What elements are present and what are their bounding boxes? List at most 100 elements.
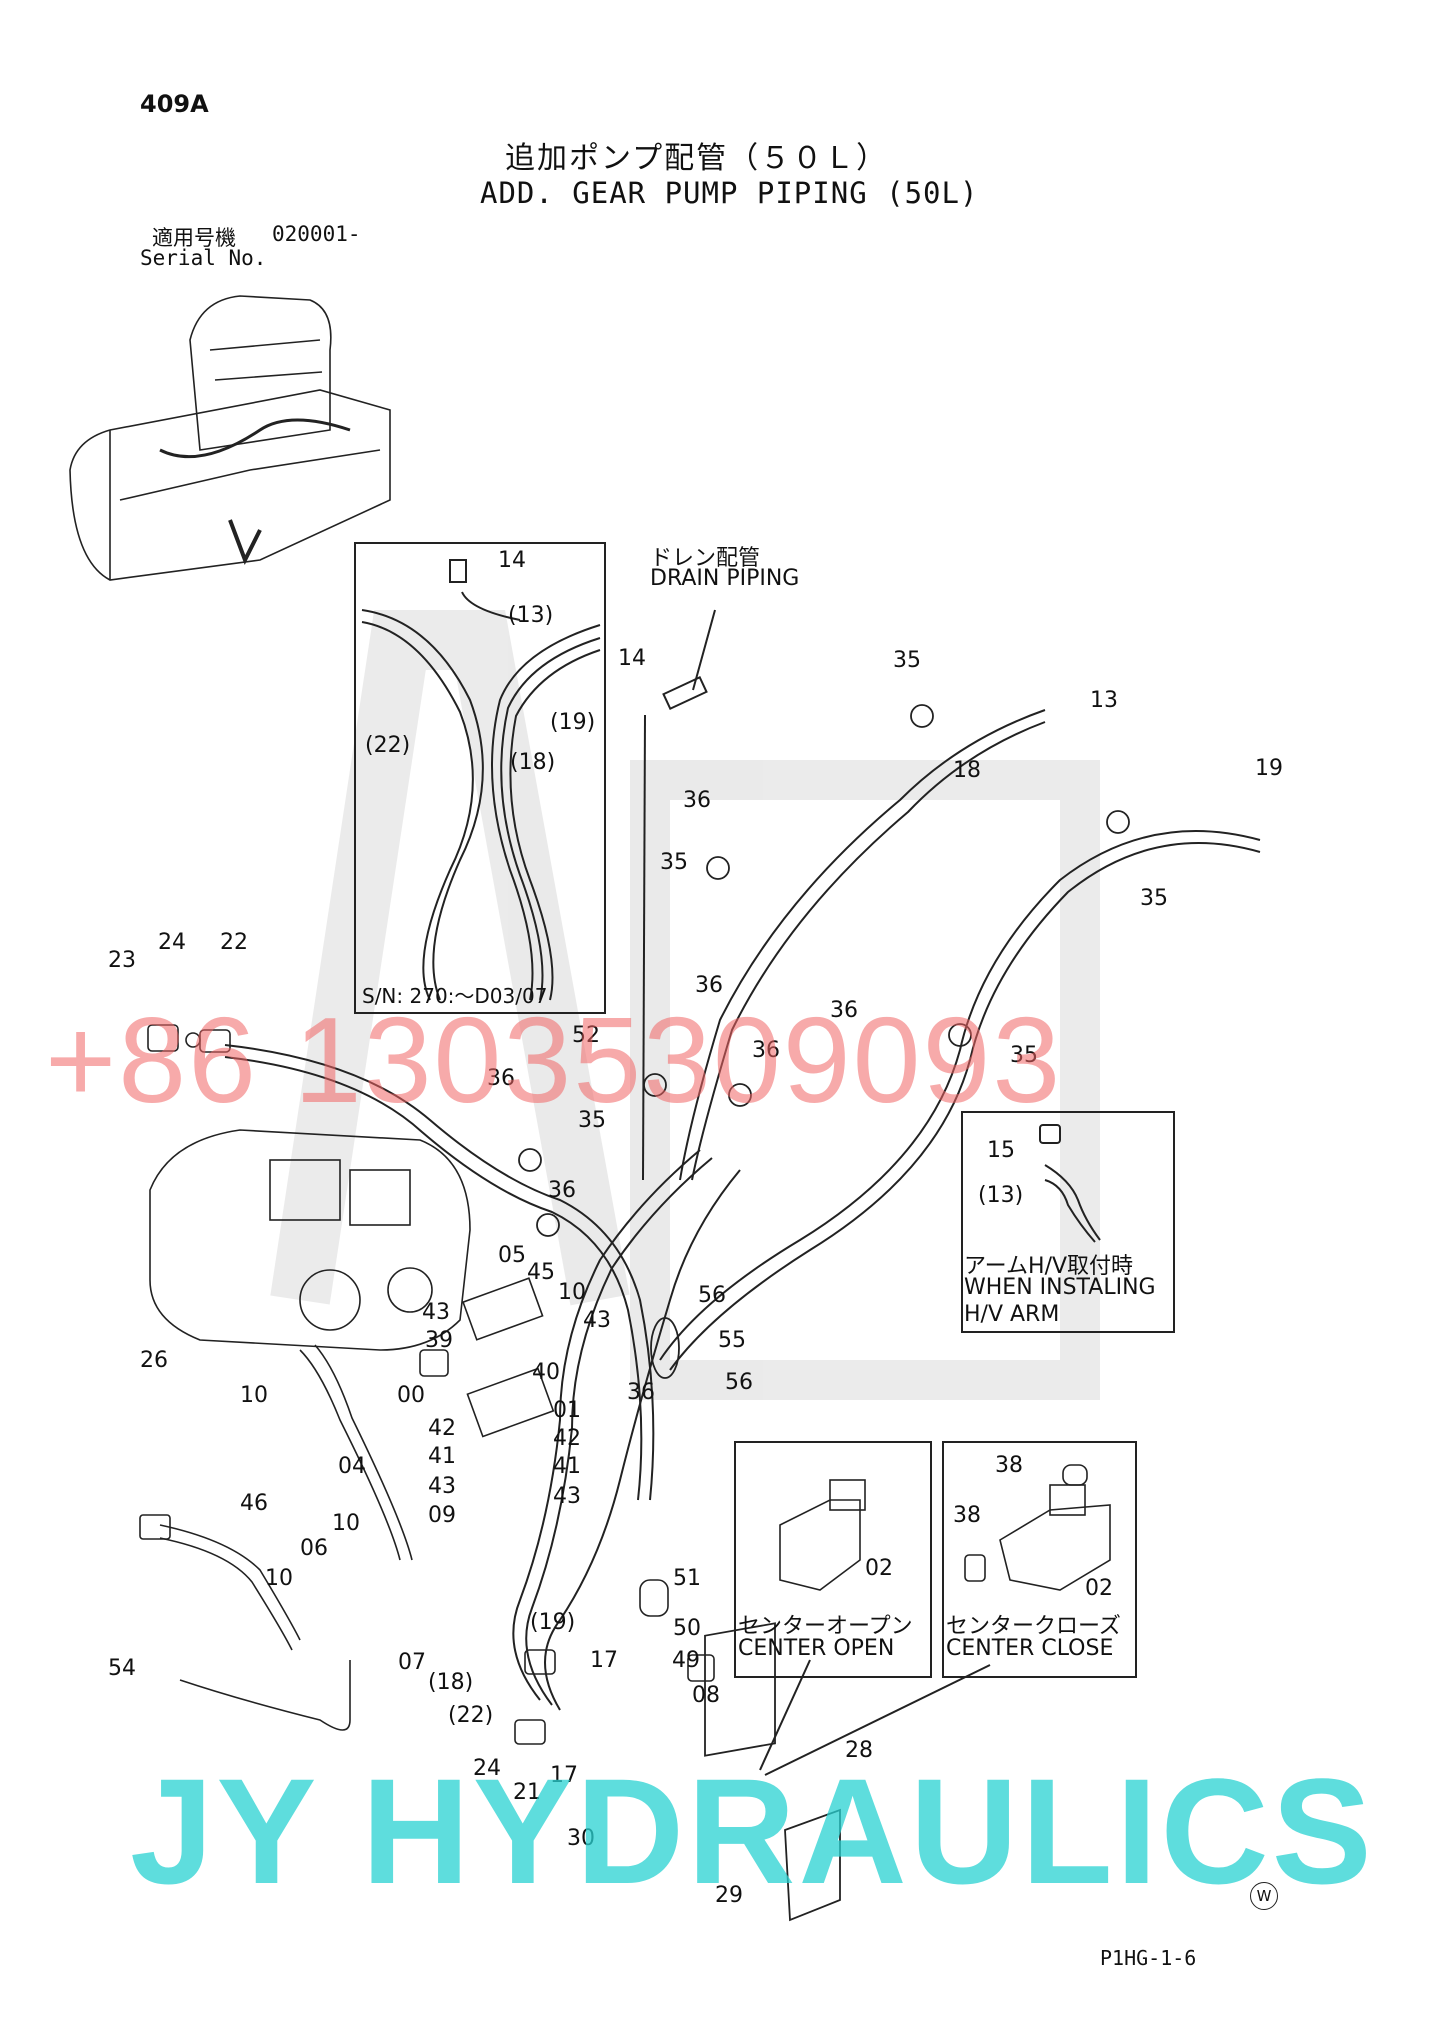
callout: 05 xyxy=(498,1243,526,1268)
title-english: ADD. GEAR PUMP PIPING (50L) xyxy=(480,176,979,210)
arm-inset-jp: アームH/V取付時 xyxy=(964,1254,1134,1279)
callout: 06 xyxy=(300,1536,328,1561)
callout: 38 xyxy=(953,1503,981,1528)
callout: 30 xyxy=(567,1826,595,1851)
callout: 35 xyxy=(660,850,688,875)
callout: (13) xyxy=(508,603,554,628)
drain-label-jp: ドレン配管 xyxy=(650,546,761,571)
center-open-en: CENTER OPEN xyxy=(738,1636,895,1661)
sheet-id: 409A xyxy=(140,90,209,118)
callout: 23 xyxy=(108,948,136,973)
callout: 18 xyxy=(953,758,981,783)
callout: 45 xyxy=(527,1260,555,1285)
callout: 26 xyxy=(140,1348,168,1373)
callout: (18) xyxy=(428,1670,474,1695)
w-circle-mark: W xyxy=(1250,1882,1278,1910)
watermark-brand: JY HYDRAULICS xyxy=(130,1747,1375,1915)
callout: 29 xyxy=(715,1883,743,1908)
callout: 19 xyxy=(1255,756,1283,781)
serial-value: 020001- xyxy=(272,222,361,246)
callout: 00 xyxy=(397,1383,425,1408)
callout: 43 xyxy=(553,1484,581,1509)
inset-box-arm xyxy=(961,1111,1175,1333)
inset-box-sn xyxy=(354,542,606,1014)
callout: 35 xyxy=(1010,1043,1038,1068)
hose-clamps xyxy=(518,704,1130,1379)
callout: (22) xyxy=(365,733,411,758)
callout: (19) xyxy=(530,1610,576,1635)
callout: (19) xyxy=(550,710,596,735)
callout: 36 xyxy=(695,973,723,998)
watermark-phone: +86 13035309093 xyxy=(45,992,1063,1128)
callout: 13 xyxy=(1090,688,1118,713)
hose-bundle-upper xyxy=(224,709,1261,1711)
callout: 28 xyxy=(845,1738,873,1763)
callout: 41 xyxy=(428,1444,456,1469)
center-close-en: CENTER CLOSE xyxy=(946,1636,1114,1661)
callout: 46 xyxy=(240,1491,268,1516)
background-logo xyxy=(270,610,1100,1400)
callout: 35 xyxy=(1140,886,1168,911)
valve-leader-open xyxy=(759,1659,811,1771)
callout: (18) xyxy=(510,750,556,775)
callout: 36 xyxy=(627,1380,655,1405)
callout: 38 xyxy=(995,1453,1023,1478)
callout: 56 xyxy=(698,1283,726,1308)
callout: 51 xyxy=(673,1566,701,1591)
inset-hoses xyxy=(361,559,601,1001)
callout: 43 xyxy=(583,1308,611,1333)
callout: 10 xyxy=(558,1280,586,1305)
callout: 02 xyxy=(865,1556,893,1581)
callout: 43 xyxy=(422,1300,450,1325)
callout: 21 xyxy=(513,1780,541,1805)
valve-drawings xyxy=(779,1464,1111,1591)
callout: 09 xyxy=(428,1503,456,1528)
callout: 36 xyxy=(830,998,858,1023)
callout: 54 xyxy=(108,1656,136,1681)
serial-label-japanese: 適用号機 xyxy=(152,226,236,250)
callout: 17 xyxy=(590,1648,618,1673)
callout: 24 xyxy=(473,1756,501,1781)
drain-line xyxy=(642,714,646,1181)
callout: 10 xyxy=(240,1383,268,1408)
callout: 15 xyxy=(987,1138,1015,1163)
inset-box-center-open xyxy=(734,1441,932,1678)
drain-leader xyxy=(692,609,716,691)
footer-code: P1HG-1-6 xyxy=(1100,1946,1197,1970)
callout: 01 xyxy=(553,1398,581,1423)
center-open-jp: センターオープン xyxy=(738,1614,913,1639)
callout: 36 xyxy=(487,1066,515,1091)
callout: 07 xyxy=(398,1650,426,1675)
callout: 56 xyxy=(725,1370,753,1395)
callout: 14 xyxy=(498,548,526,573)
center-close-jp: センタークローズ xyxy=(946,1614,1121,1639)
callout: 39 xyxy=(425,1328,453,1353)
callout: 52 xyxy=(572,1023,600,1048)
serial-label-english: Serial No. xyxy=(140,246,267,270)
callout: 36 xyxy=(548,1178,576,1203)
callout: 17 xyxy=(550,1763,578,1788)
callout: 50 xyxy=(673,1616,701,1641)
callout: 43 xyxy=(428,1474,456,1499)
mount-bracket xyxy=(704,1622,841,1922)
callout: 10 xyxy=(265,1566,293,1591)
callout: 14 xyxy=(618,646,646,671)
excavator-thumbnail xyxy=(69,295,391,581)
fittings xyxy=(139,1024,715,1745)
arm-inset-hose xyxy=(1039,1124,1101,1243)
drain-label-en: DRAIN PIPING xyxy=(650,566,800,591)
callout: 55 xyxy=(718,1328,746,1353)
pump-assembly xyxy=(149,1129,471,1351)
callout: 22 xyxy=(220,930,248,955)
callout: 04 xyxy=(338,1454,366,1479)
callout: 24 xyxy=(158,930,186,955)
callout: 08 xyxy=(692,1683,720,1708)
title-japanese: 追加ポンプ配管（５０Ｌ） xyxy=(505,141,889,176)
arm-inset-en1: WHEN INSTALING xyxy=(964,1275,1156,1300)
callout: 49 xyxy=(672,1648,700,1673)
callout: 42 xyxy=(428,1416,456,1441)
callout: 40 xyxy=(532,1360,560,1385)
callout: 10 xyxy=(332,1511,360,1536)
callout: 35 xyxy=(578,1108,606,1133)
arm-inset-en2: H/V ARM xyxy=(964,1302,1060,1327)
